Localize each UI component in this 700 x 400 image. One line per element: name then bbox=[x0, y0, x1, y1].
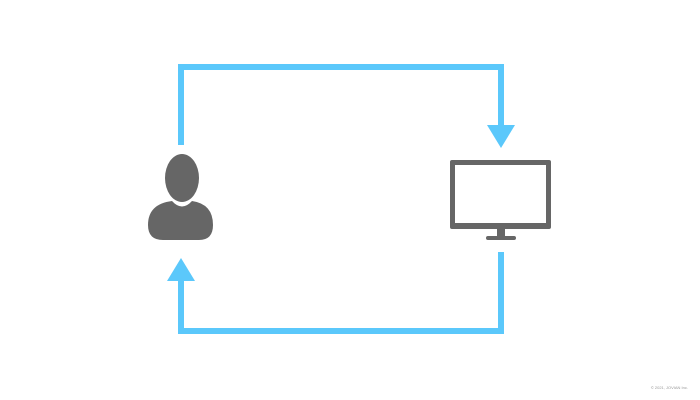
person-icon bbox=[148, 154, 213, 240]
copyright-text: © 2021, JOVIAN Inc. bbox=[650, 385, 688, 390]
arrow-user-to-computer bbox=[178, 64, 515, 148]
arrowhead-down-icon bbox=[487, 125, 515, 148]
arrow-computer-to-user bbox=[167, 252, 504, 334]
arrowhead-up-icon bbox=[167, 258, 195, 281]
monitor-icon bbox=[450, 160, 551, 240]
